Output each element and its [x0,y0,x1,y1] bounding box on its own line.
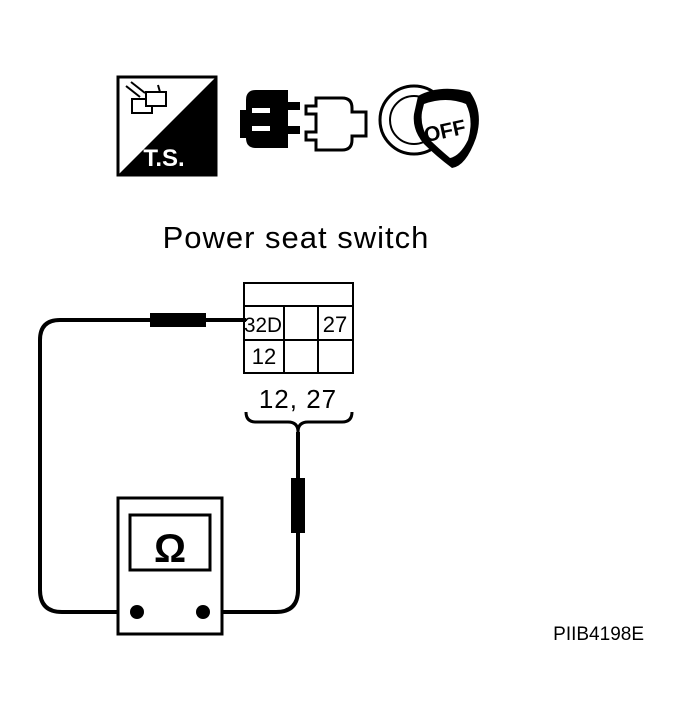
test-lead-left [38,318,246,614]
disconnect-connector-icon [240,90,368,152]
connector-face: 32D 27 12 [243,282,354,374]
connector-pin-12: 12 [252,344,276,369]
probe-pins-label: 12, 27 [259,384,337,414]
meter-terminal-left [130,605,144,619]
test-sign-label: T.S. [143,145,184,172]
ohm-symbol: Ω [154,527,186,571]
meter-terminal-right [196,605,210,619]
connector-code: 32D [244,314,282,337]
probe-right [291,478,305,533]
diagram-title: Power seat switch [163,220,430,255]
pins-brace [244,411,354,433]
ohmmeter-icon: Ω [116,496,224,636]
test-sign-icon: T.S. [116,75,218,177]
ignition-off-icon: OFF [378,84,479,168]
probe-left [150,313,206,327]
connector-pin-27: 27 [323,312,347,337]
test-lead-right [204,432,300,614]
figure-code: PIIB4198E [553,624,644,645]
